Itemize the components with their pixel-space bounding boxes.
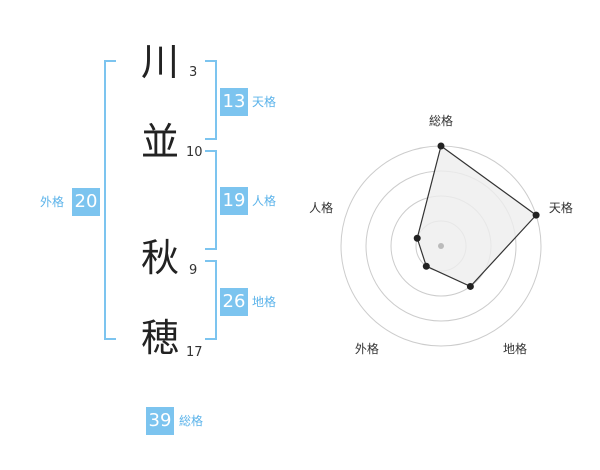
name-char-3: 秋: [140, 236, 179, 280]
name-char-4: 穂: [140, 316, 179, 360]
tenkaku-bracket: [205, 60, 217, 140]
chikaku-label: 地格: [252, 295, 277, 309]
gaikaku-value-badge: 20: [72, 188, 100, 216]
radar-axis-label-2: 天格: [549, 200, 573, 215]
stroke-count-4: 17: [186, 345, 203, 360]
tenkaku-label: 天格: [252, 95, 277, 109]
jinkaku-label: 人格: [252, 194, 277, 208]
radar-point-1: [437, 142, 445, 150]
stroke-count-3: 9: [189, 263, 198, 278]
soukaku-value-badge: 39: [146, 407, 174, 435]
radar-axis-label-1: 総格: [429, 113, 453, 128]
radar-axis-label-5: 人格: [309, 200, 333, 215]
gaikaku-bracket: [104, 60, 116, 340]
jinkaku-value-badge: 19: [220, 187, 248, 215]
radar-point-3: [466, 282, 474, 290]
radar-point-5: [413, 234, 421, 242]
chikaku-bracket: [205, 260, 217, 340]
gaikaku-label: 外格: [40, 195, 65, 209]
radar-axis-label-4: 外格: [355, 341, 379, 356]
chikaku-value-badge: 26: [220, 288, 248, 316]
tenkaku-value-badge: 13: [220, 88, 248, 116]
radar-value-area: [416, 144, 538, 288]
name-char-1: 川: [140, 40, 179, 84]
radar-axis-label-3: 地格: [503, 341, 527, 356]
name-char-2: 並: [140, 120, 179, 164]
jinkaku-bracket: [205, 150, 217, 250]
radar-point-4: [422, 262, 430, 270]
radar-center-dot: [438, 243, 444, 249]
stroke-count-1: 3: [189, 65, 198, 80]
radar-point-2: [532, 211, 540, 219]
stroke-count-2: 10: [186, 145, 203, 160]
soukaku-label: 総格: [179, 414, 204, 428]
